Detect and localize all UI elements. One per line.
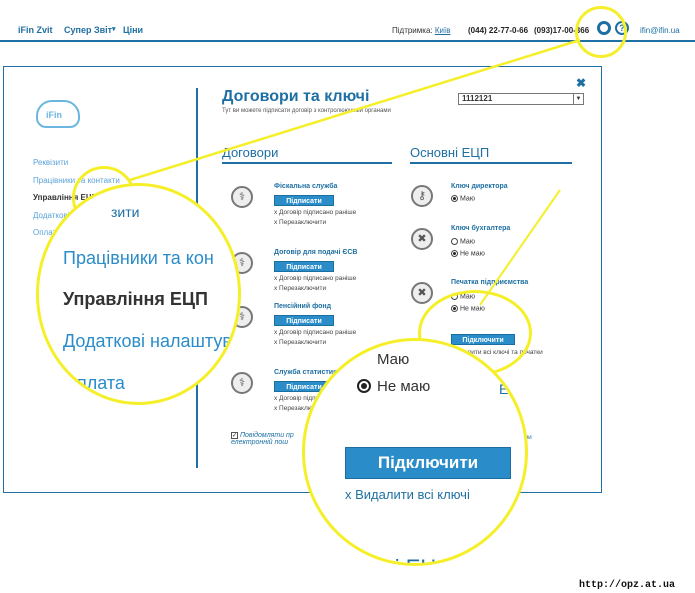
nav-prices[interactable]: Ціни (123, 25, 144, 35)
radio-dot (361, 383, 367, 389)
modal-logo-text: iFin (46, 110, 62, 120)
contract-name: Фіскальна служба (274, 183, 338, 190)
contract-name: Договір для подачі ЄСВ (274, 249, 358, 256)
company-seal-icon: ✖ (411, 282, 433, 304)
zoom-sidebar-employees[interactable]: Працівники та кон (63, 248, 214, 268)
connect-magnifier: Маю Не маю ЕП Підключити x Видалити всі … (302, 338, 528, 566)
fiscal-service-icon: ⚕ (231, 186, 253, 208)
zoom-delete-all-link[interactable]: x Видалити всі ключі (345, 487, 470, 502)
recontract-link[interactable]: x Перезаключити (274, 339, 327, 346)
zoom-right-fragment: ЕП (499, 381, 519, 397)
radio-label: Не маю (460, 250, 485, 258)
support-city-select[interactable]: Київ (434, 26, 451, 35)
radio-label: Маю (460, 238, 476, 246)
support-label: Підтримка: (392, 26, 433, 35)
contracts-heading-underline (222, 162, 392, 164)
contracts-heading: Договори (222, 145, 279, 160)
key-name: Ключ бухгалтера (451, 225, 511, 232)
sidebar-magnifier: зити Працівники та кон Управління ЕЦП До… (36, 183, 241, 405)
contract-status[interactable]: x Договір підписано раніше (274, 329, 357, 336)
settings-highlight-ring (575, 6, 627, 58)
callout-line (479, 189, 561, 306)
chevron-down-icon: ▼ (573, 94, 583, 104)
contract-name: Служба статистики (274, 369, 341, 376)
company-select-value: 1112121 (462, 94, 493, 103)
zoom-top-fragment: зити (111, 204, 140, 220)
callout-line (129, 38, 581, 182)
zoom-bottom-fragment: ві ЕЦ (383, 555, 437, 563)
nav-super-zvit[interactable]: Супер Звіт (64, 25, 113, 35)
support-phone-2: (093)17-00-366 (534, 26, 590, 35)
zoom-radio-have[interactable]: Маю (377, 351, 410, 368)
key-name: Печатка підприємства (451, 279, 529, 286)
notify-text-2: електронній пош (231, 439, 289, 446)
zoom-sidebar-ecp[interactable]: Управління ЕЦП (63, 289, 208, 309)
watermark-text: http://opz.at.ua (579, 580, 676, 591)
close-icon[interactable]: ✖ (576, 76, 587, 90)
contract-name: Пенсійний фонд (274, 303, 332, 310)
recontract-link[interactable]: x Перезаключити (274, 285, 327, 292)
brand-logo[interactable]: iFin Zvit (18, 25, 53, 35)
radio-not-have[interactable]: Не маю (451, 250, 485, 257)
sidebar-item-requisites[interactable]: Реквізити (33, 158, 69, 167)
recontract-link[interactable]: x Перезаключити (274, 219, 327, 226)
accountant-key-icon: ✖ (411, 228, 433, 250)
radio-have[interactable]: Маю (451, 195, 475, 202)
recontract-link[interactable]: x Перезаключити (274, 405, 327, 412)
chevron-down-icon[interactable]: ▾ (112, 26, 116, 33)
contract-status[interactable]: x Договір підписано раніше (274, 209, 357, 216)
modal-title: Договори та ключі (222, 88, 370, 105)
support-phone-1: (044) 22-77-0-66 (468, 26, 529, 35)
keys-heading: Основні ЕЦП (410, 145, 490, 160)
director-key-icon: ⚷ (411, 185, 433, 207)
key-name: Ключ директора (451, 183, 508, 190)
notify-checkbox-row[interactable]: ✓ Повідомляти пр електронній пош (231, 432, 294, 446)
company-select[interactable]: 1112121 ▼ (458, 93, 584, 105)
cloud-logo-icon (36, 100, 80, 128)
sign-button[interactable]: Підписати (274, 315, 334, 326)
user-account-link[interactable]: ifin@ifin.ua (640, 26, 680, 35)
modal-subtitle: Тут ви можете підписати договір з контро… (222, 108, 391, 114)
zoom-radio-not-have[interactable]: Не маю (377, 378, 431, 395)
zoom-connect-button[interactable]: Підключити (345, 447, 511, 479)
sidebar-item-payment[interactable]: Оплата (33, 228, 61, 237)
radio-button[interactable] (451, 250, 458, 257)
notify-text-1: Повідомляти пр (239, 432, 294, 439)
radio-button[interactable] (451, 238, 458, 245)
zoom-sidebar-payment[interactable]: Оплата (63, 373, 125, 393)
statistics-icon: ⚕ (231, 372, 253, 394)
support-block: Підтримка: Київ (392, 26, 450, 35)
radio-label: Маю (460, 195, 476, 203)
radio-have[interactable]: Маю (451, 238, 475, 245)
sign-button[interactable]: Підписати (274, 195, 334, 206)
zoom-sidebar-settings[interactable]: Додаткові налаштув (63, 331, 232, 351)
sidebar-item-ecp[interactable]: Управління ЕЦП (33, 193, 98, 202)
radio-button-checked[interactable] (357, 379, 371, 393)
contract-status[interactable]: x Договір підписано раніше (274, 275, 357, 282)
keys-heading-underline (410, 162, 572, 164)
sign-button[interactable]: Підписати (274, 261, 334, 272)
radio-button[interactable] (451, 195, 458, 202)
